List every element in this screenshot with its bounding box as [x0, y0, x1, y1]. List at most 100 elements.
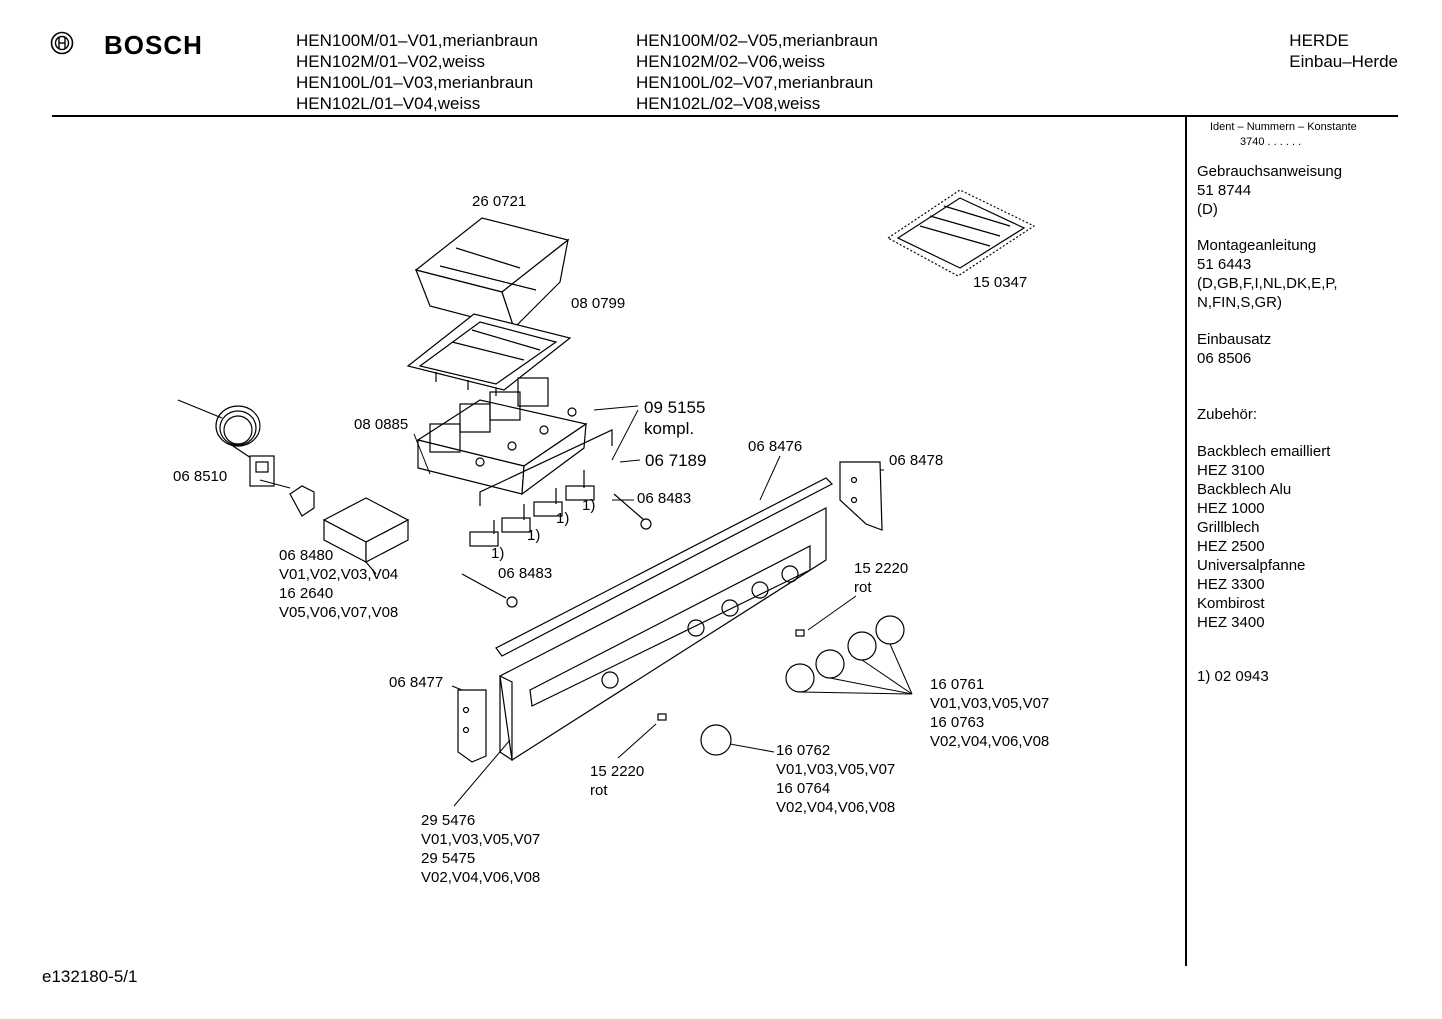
control-panel-part — [499, 507, 827, 762]
bosch-logo-icon — [50, 31, 74, 55]
sidebar-text: HEZ 3100 — [1197, 462, 1265, 479]
sidebar-text: (D) — [1197, 201, 1218, 218]
model-line: HEN100L/02–V07,merianbraun — [636, 73, 874, 92]
leader-lines — [259, 405, 913, 807]
sidebar-text: 51 6443 — [1197, 256, 1252, 273]
ident-label: Ident – Nummern – Konstante — [1210, 121, 1357, 133]
part-label-line: rot — [590, 782, 608, 799]
switch-frame-part — [406, 313, 572, 396]
model-list-2: HEN100M/02–V05,merianbraun HEN102M/02–V0… — [636, 30, 878, 114]
sidebar-text: 51 8744 — [1197, 182, 1252, 199]
part-label: 09 5155 kompl. — [644, 397, 705, 439]
sidebar-block-assembly: Montageanleitung 51 6443 (D,GB,F,I,NL,DK… — [1197, 236, 1338, 312]
part-label: 16 0761 V01,V03,V05,V07 16 0763 V02,V04,… — [930, 675, 1049, 751]
indicator-lamp-part — [461, 493, 652, 608]
part-label-line: kompl. — [644, 419, 695, 438]
sidebar-text: Einbausatz — [1197, 331, 1272, 348]
part-label: 15 0347 — [973, 274, 1028, 291]
side-bracket-right-part — [839, 461, 883, 531]
selector-switch-part — [289, 485, 410, 575]
part-label: 16 0762 V01,V03,V05,V07 16 0764 V02,V04,… — [776, 741, 895, 817]
part-label: 29 5476 V01,V03,V05,V07 29 5475 V02,V04,… — [421, 811, 540, 887]
knob-set-part — [657, 615, 905, 756]
sidebar-text: Kombirost — [1197, 595, 1265, 612]
sidebar-text: Backblech emailliert — [1197, 443, 1331, 460]
part-label-line: 06 8480 — [279, 547, 334, 564]
sidebar-block-accessories: Backblech emailliert HEZ 3100 Backblech … — [1197, 442, 1330, 632]
sidebar-text: Montageanleitung — [1197, 237, 1317, 254]
sidebar-text: Universalpfanne — [1197, 557, 1306, 574]
part-label: 15 2220 rot — [854, 559, 908, 597]
part-label-line: 16 0762 — [776, 742, 831, 759]
drawing-id: e132180-5/1 — [42, 967, 138, 986]
part-label: 06 8476 — [748, 438, 803, 455]
part-label-line: 16 0764 — [776, 780, 831, 797]
screw-bag-part — [886, 189, 1036, 277]
model-line: HEN100M/02–V05,merianbraun — [636, 31, 878, 50]
tray-part — [414, 217, 570, 330]
sidebar-text: HEZ 2500 — [1197, 538, 1265, 555]
model-line: HEN102M/01–V02,weiss — [296, 52, 485, 71]
part-label: 08 0799 — [571, 295, 626, 312]
part-label: 06 8477 — [389, 674, 444, 691]
part-label-line: 16 0761 — [930, 676, 985, 693]
part-label-line: 15 2220 — [854, 560, 909, 577]
model-line: HEN102L/02–V08,weiss — [636, 94, 821, 113]
part-label-line: 09 5155 — [644, 398, 706, 417]
category-line: HERDE — [1289, 31, 1349, 50]
part-label-line: rot — [854, 579, 872, 596]
part-label-line: V05,V06,V07,V08 — [279, 604, 399, 621]
sidebar-text: (D,GB,F,I,NL,DK,E,P, — [1197, 275, 1338, 292]
part-label: 06 8478 — [889, 452, 944, 469]
part-label: 08 0885 — [354, 416, 409, 433]
sidebar-text: HEZ 3400 — [1197, 614, 1265, 631]
sidebar-text: HEZ 1000 — [1197, 500, 1265, 517]
part-label: 26 0721 — [472, 193, 527, 210]
part-label-line: V02,V04,V06,V08 — [930, 733, 1050, 750]
sidebar-block-kit: Einbausatz 06 8506 — [1197, 330, 1271, 368]
model-line: HEN100L/01–V03,merianbraun — [296, 73, 534, 92]
part-label-line: V01,V03,V05,V07 — [930, 695, 1050, 712]
part-label: 06 8480 V01,V02,V03,V04 16 2640 V05,V06,… — [279, 546, 398, 622]
sidebar-block-manual: Gebrauchsanweisung 51 8744 (D) — [1197, 162, 1342, 219]
part-label-line: V01,V02,V03,V04 — [279, 566, 399, 583]
sidebar-text: Zubehör: — [1197, 406, 1258, 423]
footnote-marker: 1) — [556, 510, 570, 527]
model-line: HEN102M/02–V06,weiss — [636, 52, 825, 71]
sidebar-text: 1) 02 0943 — [1197, 668, 1269, 685]
part-label-line: 29 5476 — [421, 812, 476, 829]
part-label: 06 7189 — [645, 451, 707, 470]
model-list-1: HEN100M/01–V01,merianbraun HEN102M/01–V0… — [296, 30, 538, 114]
model-line: HEN102L/01–V04,weiss — [296, 94, 481, 113]
part-label-line: V02,V04,V06,V08 — [776, 799, 896, 816]
footnote-marker: 1) — [527, 527, 541, 544]
part-label: 15 2220 rot — [590, 762, 644, 800]
sidebar-footnote: 1) 02 0943 — [1197, 667, 1269, 686]
sidebar-text: Backblech Alu — [1197, 481, 1292, 498]
trim-strip-part — [495, 477, 834, 657]
part-label-line: 16 2640 — [279, 585, 334, 602]
footnote-marker: 1) — [582, 497, 596, 514]
brand-name: BOSCH — [104, 30, 203, 60]
category: HERDE Einbau–Herde — [1289, 30, 1398, 72]
ident-value: 3740 . . . . . . — [1240, 136, 1302, 148]
part-label-line: 16 0763 — [930, 714, 985, 731]
model-line: HEN100M/01–V01,merianbraun — [296, 31, 538, 50]
part-label: 06 8483 — [498, 565, 553, 582]
cam-switches-part — [469, 429, 613, 547]
part-label-line: V01,V03,V05,V07 — [421, 831, 541, 848]
sidebar-text: N,FIN,S,GR) — [1197, 294, 1282, 311]
part-label-line: 15 2220 — [590, 763, 645, 780]
part-label: 06 8483 — [637, 490, 692, 507]
sidebar-block-accessories-title: Zubehör: — [1197, 405, 1257, 424]
switch-block-part — [416, 377, 588, 496]
sidebar-text: Gebrauchsanweisung — [1197, 163, 1343, 180]
category-line: Einbau–Herde — [1289, 52, 1398, 71]
part-label-line: V01,V03,V05,V07 — [776, 761, 896, 778]
footnote-marker: 1) — [491, 545, 505, 562]
sidebar-text: Grillblech — [1197, 519, 1260, 536]
part-label-line: V02,V04,V06,V08 — [421, 869, 541, 886]
sidebar-text: 06 8506 — [1197, 350, 1252, 367]
side-bracket-left-part — [457, 689, 487, 763]
